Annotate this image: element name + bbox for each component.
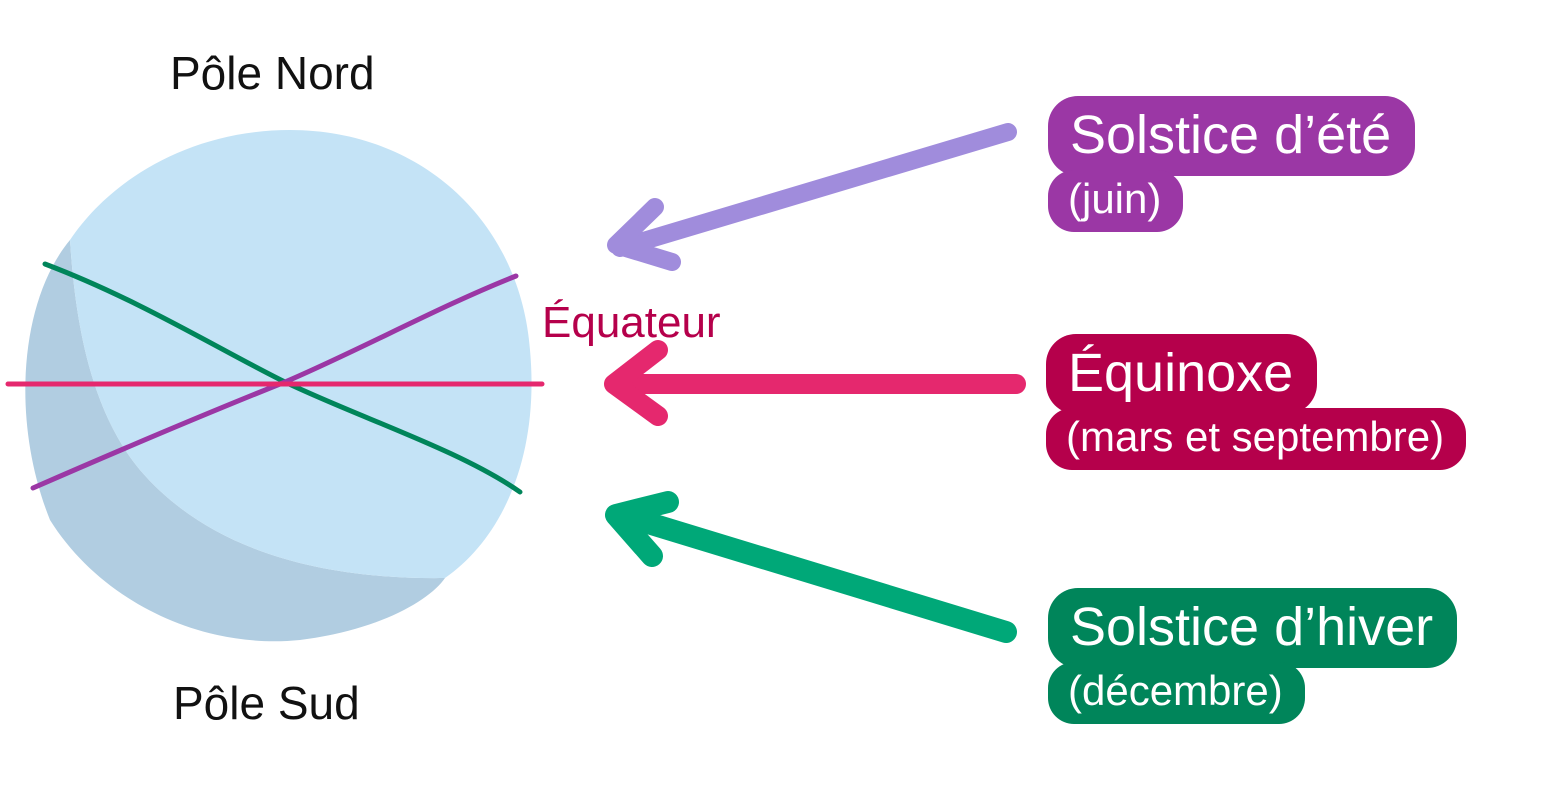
winter-solstice-title: Solstice d’hiver xyxy=(1048,588,1458,668)
summer-solstice-arrow xyxy=(607,123,1017,271)
summer-solstice-tag: Solstice d’été (juin) xyxy=(1048,96,1416,232)
equinox-tag: Équinoxe (mars et septembre) xyxy=(1046,334,1467,470)
equator-label: Équateur xyxy=(542,298,721,347)
equinox-title: Équinoxe xyxy=(1046,334,1318,414)
globe-fill xyxy=(70,130,532,579)
summer-solstice-title: Solstice d’été xyxy=(1048,96,1416,176)
winter-solstice-arrow xyxy=(605,491,1017,643)
equinox-arrow xyxy=(604,340,1026,426)
globe-shadow xyxy=(25,240,445,642)
winter-solstice-month: (décembre) xyxy=(1048,662,1305,724)
equinox-months: (mars et septembre) xyxy=(1046,408,1467,470)
summer-solstice-month: (juin) xyxy=(1048,170,1184,232)
south-pole-label: Pôle Sud xyxy=(173,677,360,729)
winter-solstice-tag: Solstice d’hiver (décembre) xyxy=(1048,588,1458,724)
earth-globe xyxy=(25,130,532,642)
north-pole-label: Pôle Nord xyxy=(170,47,375,99)
